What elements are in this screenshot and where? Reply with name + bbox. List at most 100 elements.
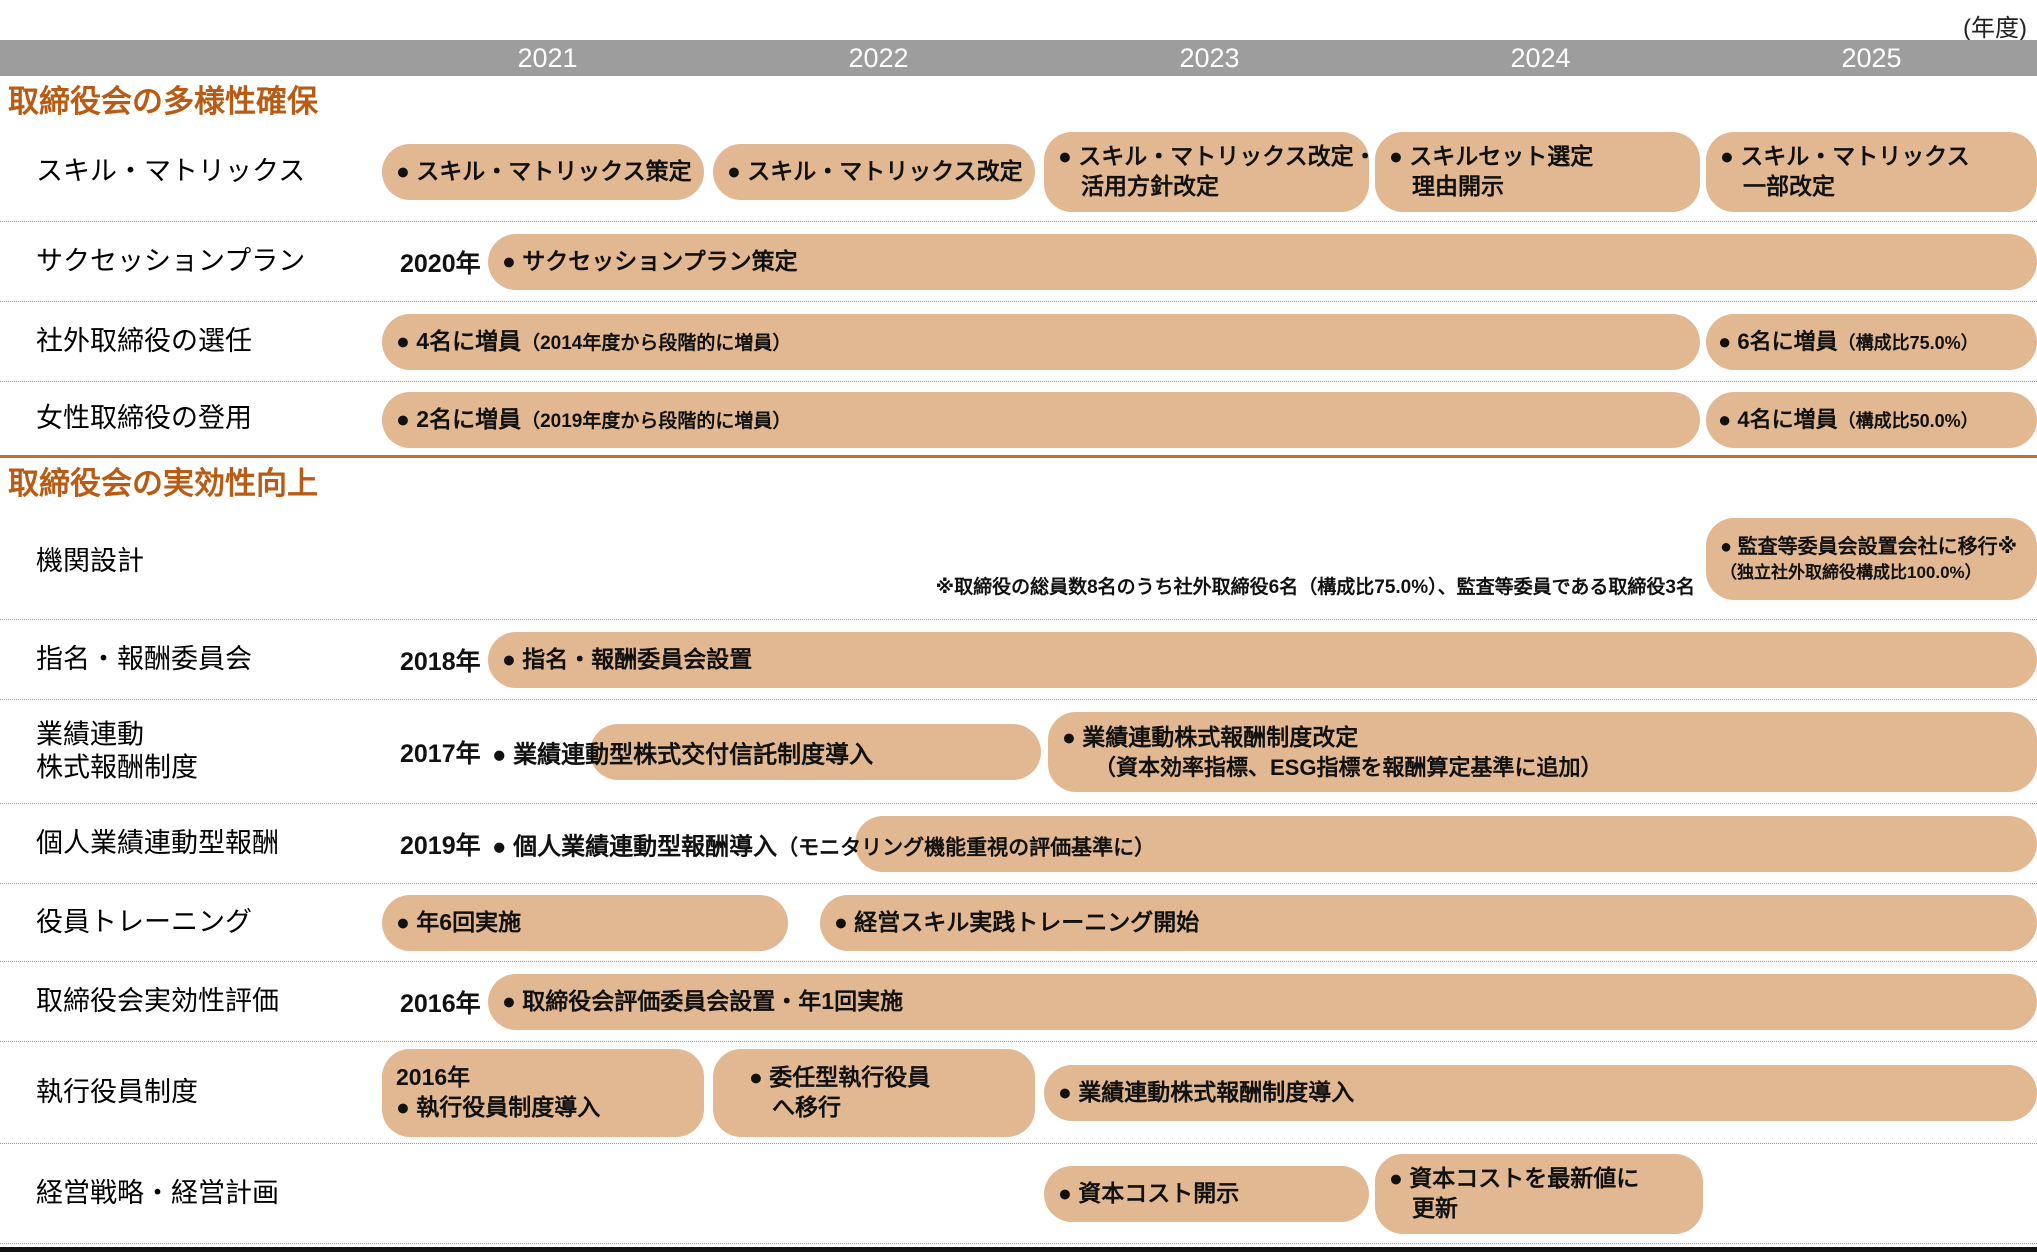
row-label: 役員トレーニング [36,906,252,937]
bar-sub: （構成比50.0%） [1837,410,1979,431]
bar-main: ● 監査等委員会設置会社に移行※ [1720,536,2018,559]
row-label: 執行役員制度 [36,1076,198,1107]
overlay-text: ● 個人業績連動型報酬導入（モニタリング機能重視の評価基準に） [492,826,1155,861]
row-label: 機関設計 [36,545,144,576]
bar-text: ● 年6回実施 [396,909,522,936]
row-label: 経営戦略・経営計画 [36,1177,279,1208]
timeline-bar: ● 資本コスト開示 [1044,1166,1369,1222]
timeline-bar: ● 4名に増員（構成比50.0%） [1706,392,2037,448]
section-title-diversity: 取締役会の多様性確保 [8,84,318,119]
bar-sub: （構成比75.0%） [1837,332,1979,353]
row-succession-plan: サクセッションプラン 2020年 ● サクセッションプラン策定 [0,222,2037,302]
fiscal-year-unit-label: (年度) [1963,15,2027,42]
timeline-bar: ● サクセッションプラン策定 [488,234,2037,290]
bar-text: ● スキル・マトリックス改定・ 活用方針改定 [1058,143,1377,199]
bar-sub: （2019年度から段階的に増員） [521,411,792,433]
overlay-main: ● 個人業績連動型報酬導入 [492,833,778,860]
bar-text: ● 6名に増員（構成比75.0%） [1706,328,1987,357]
overlay-sub: （モニタリング機能重視の評価基準に） [777,836,1156,859]
row-nomination-committee: 指名・報酬委員会 2018年 ● 指名・報酬委員会設置 [0,620,2037,700]
row-label: 業績連動 株式報酬制度 [36,718,198,783]
bar-text: ● 4名に増員（2014年度から段階的に増員） [382,327,799,357]
row-label: スキル・マトリックス [36,155,306,186]
timeline-bar: ● 年6回実施 [382,895,788,951]
timeline-bar: 2016年 ● 執行役員制度導入 [382,1049,704,1137]
bar-sub: （2014年度から段階的に増員） [521,333,792,355]
timeline-bar: ● スキル・マトリックス改定 [713,144,1035,200]
bar-text: ● スキル・マトリックス改定 [727,158,1023,185]
year-label-2022: 2022 [848,43,909,73]
timeline-bar: ● スキル・マトリックス改定・ 活用方針改定 [1044,132,1377,212]
year-header: 2021 2022 2023 2024 2025 [0,40,2037,76]
row-skill-matrix: スキル・マトリックス ● スキル・マトリックス策定 ● スキル・マトリックス改定… [0,122,2037,222]
year-prefix: 2018年 [400,647,481,676]
row-organization-design: 機関設計 ※取締役の総員数8名のうち社外取締役6名（構成比75.0%）、監査等委… [0,504,2037,620]
timeline-bar: ● 監査等委員会設置会社に移行※ （独立社外取締役構成比100.0%） [1706,518,2037,600]
bar-text: ● 監査等委員会設置会社に移行※ （独立社外取締役構成比100.0%） [1706,533,2025,585]
year-label-2021: 2021 [517,43,578,73]
timeline-bar: ● 取締役会評価委員会設置・年1回実施 [488,974,2037,1030]
year-label-2023: 2023 [1179,43,1240,73]
timeline-bar [855,816,2037,872]
bar-sub: （独立社外取締役構成比100.0%） [1720,563,1982,583]
year-label-2025: 2025 [1841,43,1902,73]
bar-text: ● 取締役会評価委員会設置・年1回実施 [502,988,904,1015]
timeline-bar: ● 委任型執行役員 へ移行 [713,1049,1035,1137]
row-stock-compensation: 業績連動 株式報酬制度 2017年 ● 業績連動型株式交付信託制度導入 ● 業績… [0,700,2037,804]
timeline-bar [590,724,1041,780]
timeline-bar: ● 資本コストを最新値に 更新 [1375,1154,1703,1234]
timeline-bar: ● 2名に増員（2019年度から段階的に増員） [382,392,1700,448]
row-officer-training: 役員トレーニング ● 年6回実施 ● 経営スキル実践トレーニング開始 [0,884,2037,962]
timeline-bar: ● 業績連動株式報酬制度改定 （資本効率指標、ESG指標を報酬算定基準に追加） [1048,712,2037,792]
note-text: ※取締役の総員数8名のうち社外取締役6名（構成比75.0%）、監査等委員である取… [935,577,1695,598]
timeline-bar: ● 業績連動株式報酬制度導入 [1044,1065,2037,1121]
bar-main: ● 4名に増員 [396,328,522,355]
bar-text: ● サクセッションプラン策定 [502,248,798,275]
year-prefix: 2017年 [400,739,481,768]
bar-text: ● 指名・報酬委員会設置 [502,646,753,673]
row-individual-compensation: 個人業績連動型報酬 2019年 ● 個人業績連動型報酬導入（モニタリング機能重視… [0,804,2037,884]
row-label: 指名・報酬委員会 [36,643,252,674]
timeline-bar: ● スキル・マトリックス 一部改定 [1706,132,2037,212]
bar-main: ● 4名に増員 [1718,406,1838,432]
bar-text: ● 資本コストを最新値に 更新 [1389,1165,1640,1221]
timeline-bar: ● 指名・報酬委員会設置 [488,632,2037,688]
bar-text: ● スキル・マトリックス 一部改定 [1720,143,1970,199]
timeline-bar: ● 4名に増員（2014年度から段階的に増員） [382,314,1700,370]
bar-text: ● 経営スキル実践トレーニング開始 [834,909,1200,936]
bar-text: 2016年 ● 執行役員制度導入 [396,1064,601,1120]
bar-main: ● 6名に増員 [1718,328,1838,354]
bar-sub: （資本効率指標、ESG指標を報酬算定基準に追加） [1094,754,1603,780]
row-label: 取締役会実効性評価 [36,985,279,1016]
bar-text: ● 業績連動株式報酬制度改定 （資本効率指標、ESG指標を報酬算定基準に追加） [1048,722,1610,783]
year-prefix: 2016年 [400,989,481,1018]
row-label: 女性取締役の登用 [36,402,252,433]
timeline-bar: ● 6名に増員（構成比75.0%） [1706,314,2037,370]
bar-text: ● 4名に増員（構成比50.0%） [1706,406,1987,435]
bar-text: ● 業績連動株式報酬制度導入 [1058,1079,1355,1106]
row-board-evaluation: 取締役会実効性評価 2016年 ● 取締役会評価委員会設置・年1回実施 [0,962,2037,1042]
bar-text: ● 委任型執行役員 へ移行 [749,1064,931,1120]
row-management-strategy: 経営戦略・経営計画 ● 資本コスト開示 ● 資本コストを最新値に 更新 [0,1144,2037,1244]
bar-text: ● 2名に増員（2019年度から段階的に増員） [382,405,799,435]
row-female-directors: 女性取締役の登用 ● 2名に増員（2019年度から段階的に増員） ● 4名に増員… [0,382,2037,458]
timeline-bar: ● 経営スキル実践トレーニング開始 [820,895,2037,951]
row-outside-directors: 社外取締役の選任 ● 4名に増員（2014年度から段階的に増員） ● 6名に増員… [0,302,2037,382]
timeline-bar: ● スキル・マトリックス策定 [382,144,704,200]
row-label: サクセッションプラン [36,245,306,276]
section-title-effectiveness: 取締役会の実効性向上 [8,466,318,501]
year-prefix: 2019年 [400,831,481,860]
bar-text: ● スキル・マトリックス策定 [396,158,692,185]
row-label: 個人業績連動型報酬 [36,827,279,858]
bar-main: ● 2名に増員 [396,406,522,433]
year-label-2024: 2024 [1510,43,1571,73]
bar-text: ● 資本コスト開示 [1058,1180,1240,1207]
overlay-text: ● 業績連動型株式交付信託制度導入 [492,741,874,768]
bottom-rule [0,1247,2037,1252]
year-prefix: 2020年 [400,249,481,278]
bar-main: ● 業績連動株式報酬制度改定 [1062,723,1359,750]
bar-text: ● スキルセット選定 理由開示 [1389,143,1594,199]
row-label: 社外取締役の選任 [36,325,252,356]
timeline-bar: ● スキルセット選定 理由開示 [1375,132,1700,212]
